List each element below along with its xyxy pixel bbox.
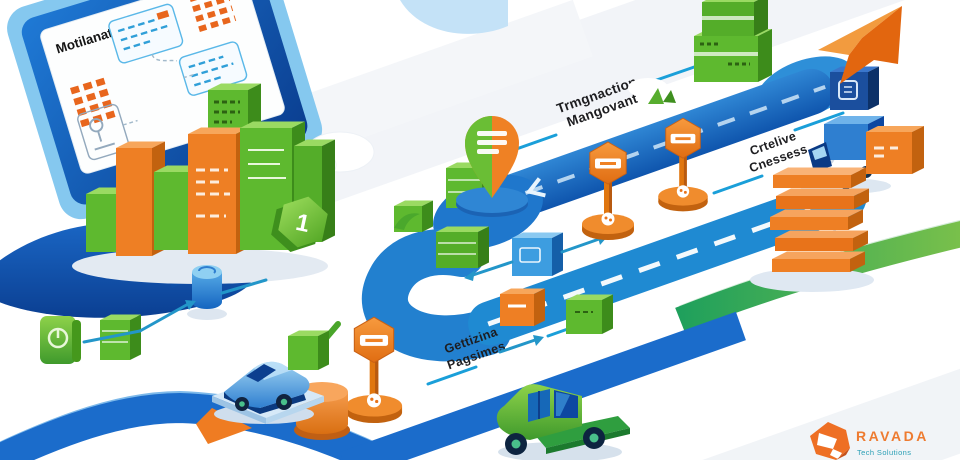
- dashboard-dot-grid-icon: [189, 0, 237, 32]
- package-cube: [566, 294, 613, 334]
- package-stack-icon: [694, 0, 772, 82]
- app-cube-icon: [512, 232, 563, 276]
- left-connector-diagram: [40, 265, 268, 364]
- pallet-stack-icon: [770, 167, 869, 272]
- background-band: [420, 326, 960, 460]
- dashboard-connectors: [122, 54, 194, 126]
- rank-badge-value: 1: [293, 209, 312, 238]
- package-cube: [288, 330, 329, 370]
- package-bar: [188, 127, 249, 254]
- package-cube: [500, 288, 545, 326]
- package-cube: [866, 126, 924, 174]
- logo-tagline: Tech Solutions: [857, 448, 911, 457]
- background-band: [290, 0, 593, 157]
- database-cylinder-icon: [187, 265, 227, 320]
- delivery-van-icon: [212, 361, 324, 424]
- package-bar-cluster: [86, 83, 335, 256]
- location-pin-icon: [456, 116, 528, 217]
- cursor-arrow-icon: [818, 6, 902, 84]
- leaf-icon: [628, 78, 676, 104]
- dashboard-card: [77, 103, 130, 161]
- pallet-shadow: [750, 268, 874, 292]
- flatbed-truck-icon: [496, 384, 630, 460]
- connector-arrow-icon: [82, 278, 268, 344]
- logo-name: RAVADA: [856, 428, 929, 444]
- package-stack-icon: [436, 226, 489, 268]
- dashboard-dot-grid-icon: [69, 76, 119, 128]
- leaf-icon: [394, 213, 420, 230]
- package-stack-icon: [100, 314, 141, 360]
- corner-wedge: [196, 408, 252, 444]
- label-accent-lines: [712, 111, 845, 195]
- rank-badge: 1: [271, 196, 328, 253]
- dashboard-card: [108, 3, 184, 64]
- logo-icon: [810, 422, 850, 460]
- app-box-icon: [40, 316, 81, 364]
- logo: RAVADA Tech Solutions: [810, 422, 929, 460]
- top-road-curve: [400, 0, 508, 34]
